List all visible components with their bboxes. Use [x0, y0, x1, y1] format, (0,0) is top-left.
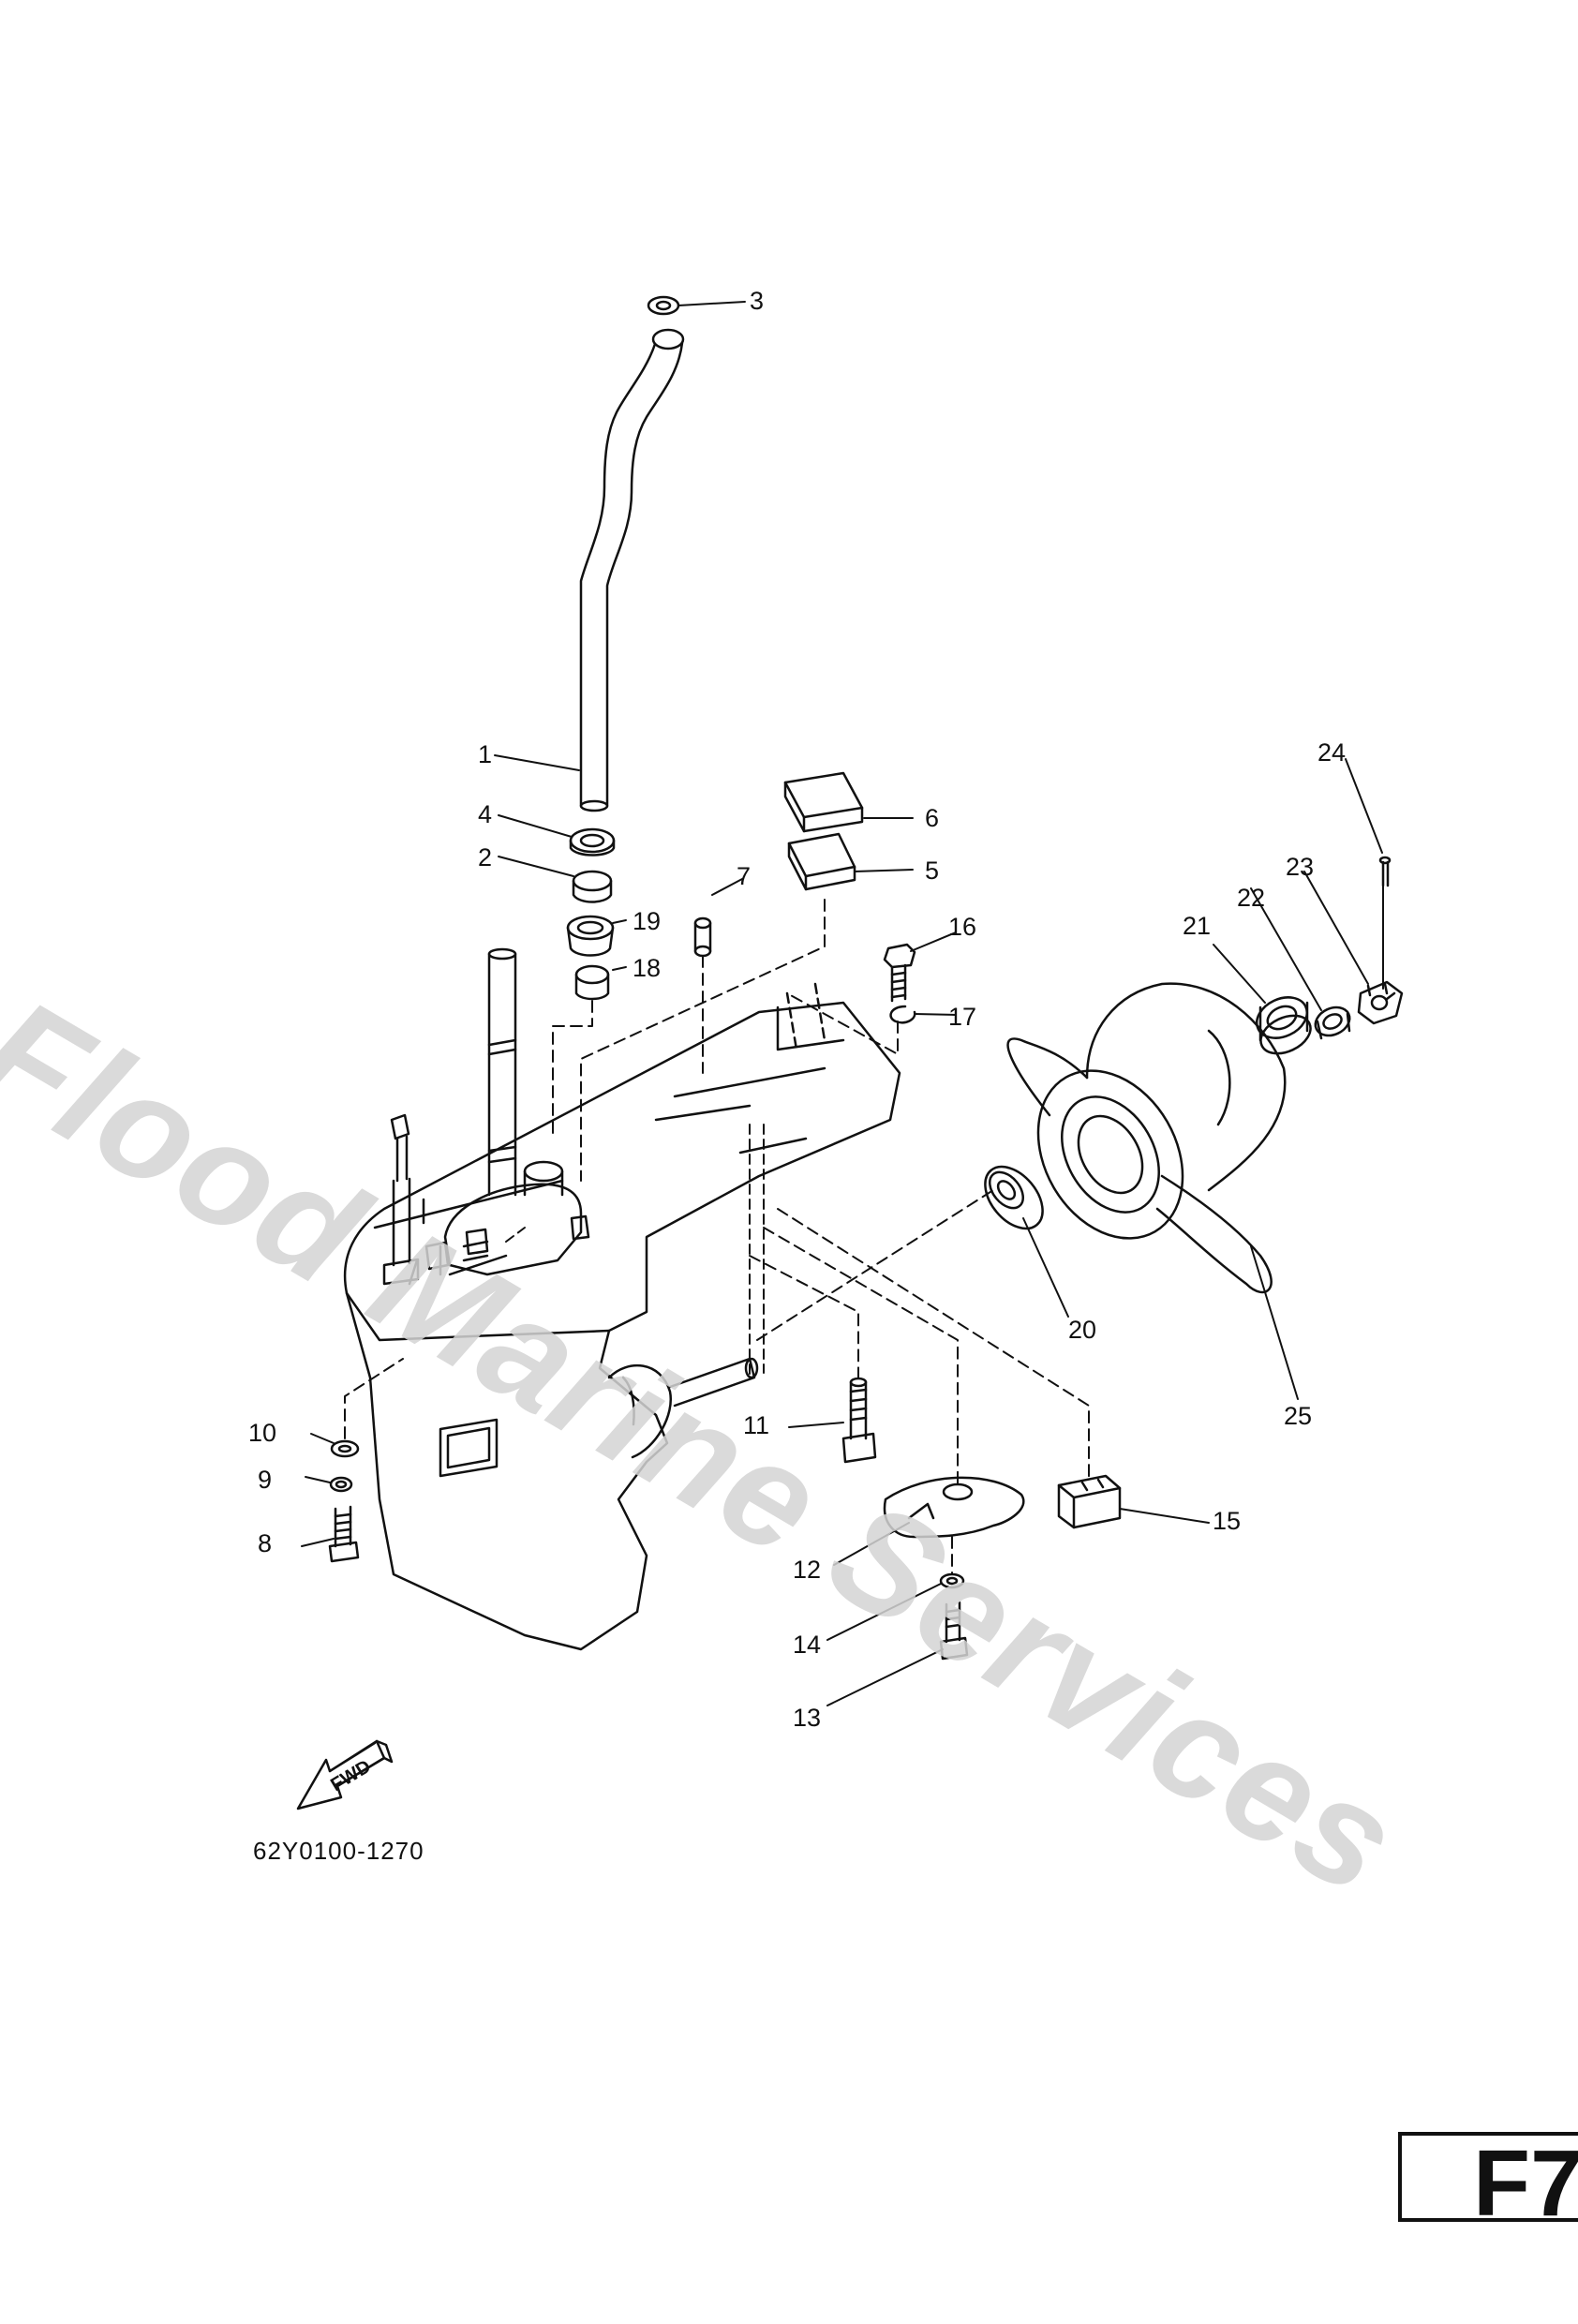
washer-part-3	[647, 295, 680, 316]
water-pump-housing	[443, 1160, 590, 1276]
callout-21: 21	[1183, 912, 1212, 940]
callout-1: 1	[478, 740, 493, 768]
thrust-washer-part-20	[984, 1165, 1044, 1230]
bolt-part-16	[883, 943, 916, 1003]
page-badge: F7	[1398, 2131, 1578, 2236]
washer-part-9	[329, 1476, 353, 1493]
spacer-part-21	[1256, 996, 1312, 1055]
callout-10: 10	[248, 1419, 277, 1447]
callout-9: 9	[258, 1466, 273, 1494]
trim-tab-part-12	[883, 1476, 1025, 1539]
callout-13: 13	[793, 1704, 822, 1732]
callout-2: 2	[478, 843, 493, 872]
callout-22: 22	[1237, 884, 1266, 912]
shift-rod	[382, 1113, 420, 1286]
callout-20: 20	[1068, 1316, 1097, 1344]
callout-8: 8	[258, 1529, 273, 1557]
cotter-pin-part-24	[1378, 856, 1392, 887]
castle-nut-part-23	[1357, 980, 1404, 1025]
callout-14: 14	[793, 1631, 822, 1659]
washer-part-22	[1314, 1006, 1351, 1040]
bolt-part-11	[841, 1377, 877, 1464]
callout-5: 5	[925, 857, 940, 885]
dowel-pin-part-7	[693, 916, 712, 958]
fwd-arrow-icon	[296, 1739, 394, 1810]
pad-part-5	[787, 832, 856, 891]
callout-18: 18	[633, 954, 662, 982]
propeller-part-25	[1006, 982, 1287, 1294]
grommet-part-19	[566, 915, 615, 957]
drawing-code: 62Y0100-1270	[253, 1837, 424, 1865]
callout-17: 17	[948, 1003, 977, 1031]
callout-25: 25	[1284, 1402, 1313, 1430]
anode-part-15	[1057, 1474, 1122, 1529]
pump-bolts	[408, 1228, 489, 1286]
callout-19: 19	[633, 907, 662, 935]
callout-11: 11	[743, 1411, 770, 1439]
seal-part-2	[572, 870, 613, 903]
callout-23: 23	[1286, 853, 1315, 881]
callout-7: 7	[737, 862, 752, 890]
callout-4: 4	[478, 800, 493, 828]
drive-shaft	[487, 947, 517, 1197]
callout-15: 15	[1213, 1507, 1242, 1535]
callout-24: 24	[1317, 738, 1347, 767]
callout-16: 16	[948, 913, 977, 941]
washer-part-17	[889, 1005, 916, 1024]
callout-12: 12	[793, 1556, 822, 1584]
water-tube-part-1	[579, 328, 685, 812]
bolt-part-13	[939, 1601, 969, 1661]
callout-3: 3	[750, 287, 765, 315]
leader-lines	[301, 301, 1384, 1706]
bolt-part-8	[328, 1505, 360, 1563]
seal-part-18	[574, 964, 610, 1001]
grommet-part-4	[569, 827, 616, 857]
callout-6: 6	[925, 804, 940, 832]
page-badge-label: F7	[1473, 2131, 1578, 2236]
pad-part-6	[783, 771, 864, 833]
washer-part-10	[330, 1439, 360, 1458]
